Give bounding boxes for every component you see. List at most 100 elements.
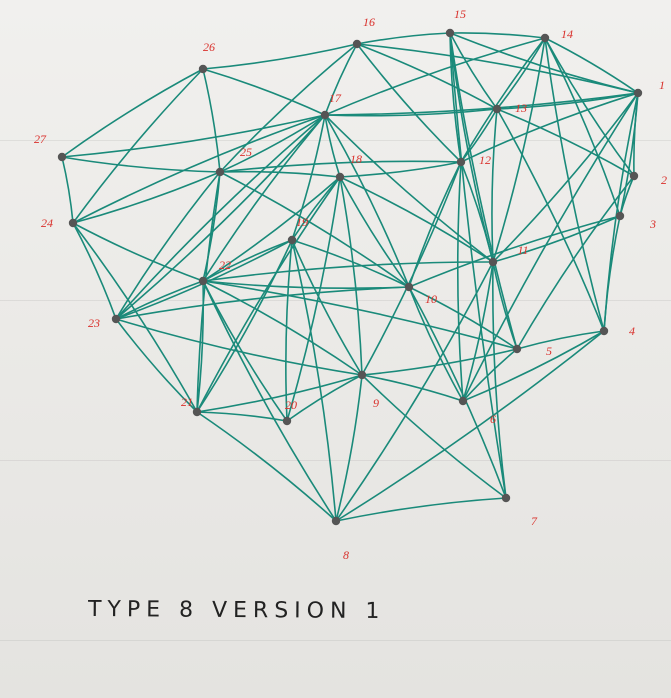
node-label-23: 23: [88, 316, 100, 330]
graph-nodes: [57, 28, 643, 526]
node-label-11: 11: [517, 243, 528, 257]
node-14: [540, 33, 550, 43]
edge-1-13: [496, 92, 639, 110]
node-label-15: 15: [454, 7, 466, 21]
node-label-3: 3: [649, 217, 656, 231]
edge-7-9: [361, 374, 507, 499]
node-12: [456, 157, 466, 167]
edge-1-3: [619, 92, 639, 217]
edge-10-25: [219, 171, 410, 288]
node-label-25: 25: [240, 145, 252, 159]
edge-13-15: [449, 32, 498, 110]
edge-23-25: [115, 171, 221, 320]
edge-8-11: [335, 261, 494, 522]
edge-3-14: [544, 37, 621, 217]
edge-3-10: [408, 215, 621, 288]
edge-2-5: [516, 175, 635, 350]
node-label-1: 1: [659, 78, 665, 92]
node-label-17: 17: [329, 91, 342, 105]
node-11: [488, 257, 498, 267]
edge-25-26: [202, 68, 221, 173]
diagram-caption: TYPE 8 VERSION 1: [87, 596, 386, 625]
edge-17-18: [324, 114, 341, 178]
edge-11-22: [202, 261, 494, 282]
node-20: [282, 416, 292, 426]
edge-12-14: [460, 37, 546, 163]
edge-17-23: [115, 114, 326, 320]
edge-26-27: [61, 68, 204, 158]
edge-1-12: [460, 92, 639, 163]
node-label-7: 7: [531, 514, 538, 528]
graph-edges: [61, 32, 639, 522]
edge-23-17: [115, 114, 326, 320]
edge-16-25: [219, 43, 358, 173]
edge-9-20: [286, 374, 363, 422]
edge-10-22: [202, 280, 410, 290]
node-label-10: 10: [425, 292, 437, 306]
node-26: [198, 64, 208, 74]
edge-11-13: [491, 108, 498, 263]
edge-12-18: [339, 161, 462, 178]
edge-25-27: [61, 156, 221, 173]
node-16: [352, 39, 362, 49]
node-label-18: 18: [350, 152, 362, 166]
edge-4-8: [335, 330, 605, 522]
node-3: [615, 211, 625, 221]
edge-21-23: [115, 318, 198, 413]
edge-1-16: [356, 43, 639, 94]
edge-9-19: [291, 239, 363, 376]
edge-15-16: [356, 32, 451, 45]
edge-1-17: [324, 92, 639, 116]
node-label-20: 20: [285, 398, 297, 412]
edge-16-26: [202, 43, 358, 70]
edge-10-18: [339, 176, 410, 288]
node-7: [501, 493, 511, 503]
edge-4-5: [516, 330, 605, 350]
edge-17-25: [219, 114, 326, 173]
edge-7-8: [335, 497, 507, 522]
edge-14-15: [449, 32, 546, 39]
node-18: [335, 172, 345, 182]
edge-18-20: [286, 176, 341, 422]
edge-10-12: [408, 161, 462, 288]
edge-12-25: [219, 160, 462, 173]
edge-4-14: [544, 37, 605, 332]
node-15: [445, 28, 455, 38]
edge-9-21: [196, 374, 363, 413]
node-1: [633, 88, 643, 98]
edge-4-13: [496, 108, 605, 332]
edge-11-14: [492, 37, 546, 263]
node-8: [331, 516, 341, 526]
edge-4-6: [462, 330, 605, 402]
edge-10-19: [291, 239, 410, 288]
node-label-14: 14: [561, 27, 573, 41]
node-label-19: 19: [296, 215, 308, 229]
edge-22-24: [72, 222, 204, 282]
edge-1-14: [544, 37, 639, 94]
edge-14-17: [324, 37, 546, 116]
edge-8-21: [196, 411, 337, 522]
edge-17-26: [202, 68, 326, 116]
graph-labels: 1234567891011121314151617181920212223242…: [34, 7, 667, 562]
edge-18-25: [219, 170, 341, 178]
edge-7-15: [449, 32, 507, 499]
paper-rule: [0, 140, 671, 141]
edge-24-26: [72, 68, 204, 224]
edge-21-24: [72, 222, 198, 413]
node-10: [404, 282, 414, 292]
node-label-27: 27: [34, 132, 47, 146]
edge-21-25: [196, 171, 221, 413]
node-4: [599, 326, 609, 336]
edge-20-22: [202, 280, 288, 422]
edge-18-22: [202, 176, 341, 282]
node-25: [215, 167, 225, 177]
edge-3-11: [492, 215, 621, 263]
node-6: [458, 396, 468, 406]
edge-6-11: [462, 261, 494, 402]
edge-8-19: [291, 239, 337, 522]
edge-8-9: [335, 374, 363, 522]
edge-11-12: [460, 161, 494, 263]
node-label-6: 6: [490, 412, 496, 426]
edge-10-23: [115, 286, 410, 320]
edge-17-22: [202, 114, 326, 282]
